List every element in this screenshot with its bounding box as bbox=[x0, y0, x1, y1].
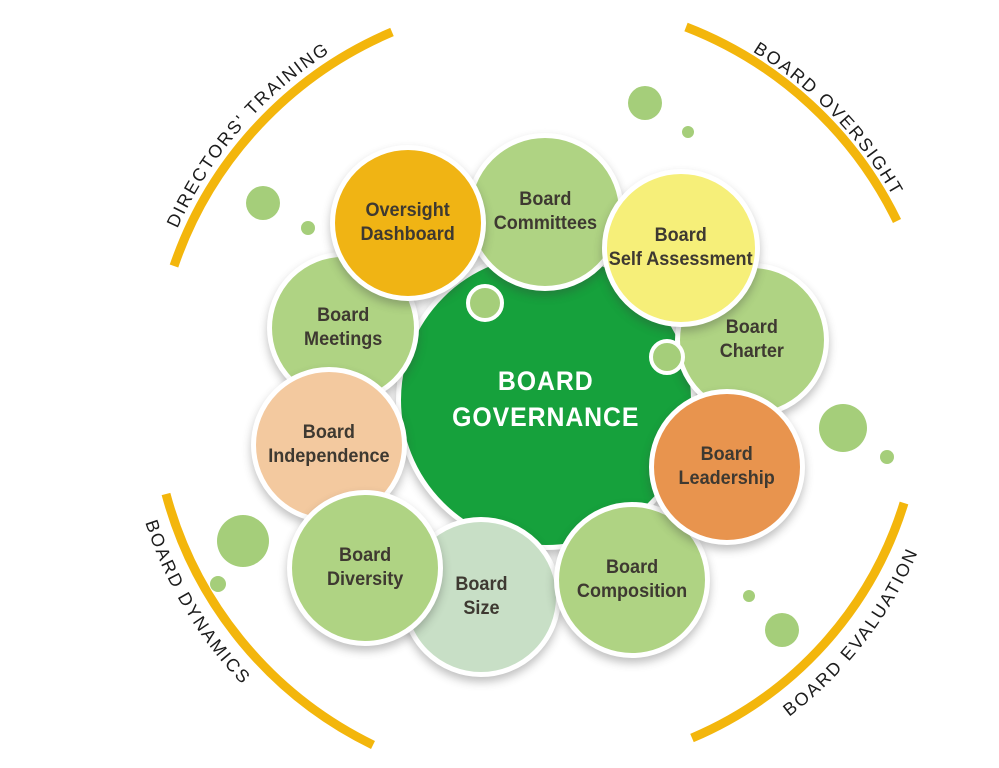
decor-dot bbox=[301, 221, 315, 235]
circle-label: Dashboard bbox=[360, 224, 456, 245]
circle-label: Board bbox=[700, 443, 754, 465]
decor-dot bbox=[765, 613, 799, 647]
circle-label: Leadership bbox=[678, 468, 776, 489]
circle-label: Charter bbox=[719, 341, 785, 362]
decor-dot bbox=[819, 404, 867, 452]
circle-label: Board bbox=[302, 421, 356, 443]
circle-label: Board bbox=[654, 224, 708, 246]
circle-oversight-dashboard: Oversight Dashboard bbox=[330, 145, 486, 301]
circle-label: Diversity bbox=[326, 569, 404, 590]
circle-label: Oversight bbox=[365, 199, 451, 221]
decor-dot bbox=[217, 515, 269, 567]
circle-board-committees: Board Committees bbox=[466, 133, 624, 291]
title-line1: BOARD bbox=[498, 366, 594, 397]
title-line2: GOVERNANCE bbox=[452, 402, 640, 432]
circle-label: Meetings bbox=[303, 329, 383, 350]
ringed-decor-dot bbox=[466, 284, 504, 322]
decor-dot bbox=[743, 590, 755, 602]
corner-label-board-evaluation: BOARD EVALUATION bbox=[779, 545, 920, 720]
circle-label: Board bbox=[316, 304, 370, 326]
circle-label: Self Assessment bbox=[609, 249, 753, 270]
diagram-title: BOARD GOVERNANCE bbox=[452, 364, 639, 435]
decor-dot bbox=[682, 126, 694, 138]
decor-dot bbox=[880, 450, 894, 464]
circle-board-leadership: Board Leadership bbox=[649, 389, 805, 545]
circle-label: Board bbox=[454, 573, 508, 595]
svg-text:BOARD OVERSIGHT: BOARD OVERSIGHT bbox=[750, 38, 907, 199]
decor-dot bbox=[246, 186, 280, 220]
circle-label: Board bbox=[725, 316, 779, 338]
ringed-decor-dot bbox=[649, 339, 685, 375]
circle-label: Board bbox=[605, 556, 659, 578]
circle-board-diversity: Board Diversity bbox=[287, 490, 443, 646]
decor-dot bbox=[628, 86, 662, 120]
circle-label: Independence bbox=[268, 446, 390, 467]
circle-label: Committees bbox=[493, 213, 597, 234]
circle-label: Size bbox=[462, 598, 500, 619]
circle-label: Composition bbox=[576, 581, 688, 602]
circle-label: Board bbox=[518, 188, 572, 210]
circle-board-self-assessment: Board Self Assessment bbox=[602, 169, 760, 327]
circle-label: Board bbox=[338, 544, 392, 566]
svg-text:BOARD EVALUATION: BOARD EVALUATION bbox=[779, 545, 922, 720]
corner-label-board-oversight: BOARD OVERSIGHT bbox=[750, 38, 905, 199]
decor-dot bbox=[210, 576, 226, 592]
